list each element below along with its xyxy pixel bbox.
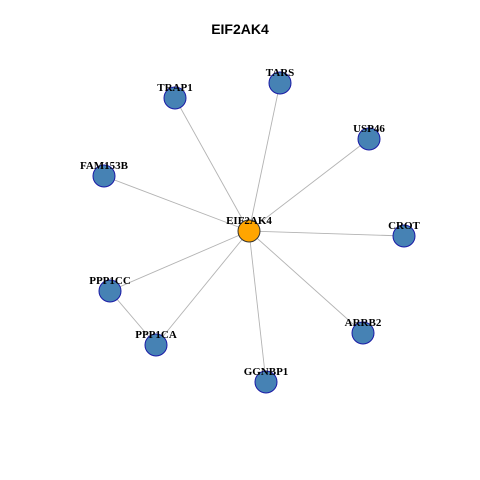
node-eif2ak4 — [237, 219, 261, 243]
node-arrb2 — [351, 321, 375, 345]
node-trap1 — [163, 86, 187, 110]
node-ggnbp1 — [254, 370, 278, 394]
node-label-crot: CROT — [388, 220, 420, 232]
node-ppp1cc — [98, 279, 122, 303]
edge-eif2ak4-ppp1ca — [155, 230, 250, 346]
node-label-usp46: USP46 — [353, 123, 385, 135]
node-label-tars: TARS — [266, 67, 295, 79]
node-tars — [268, 71, 292, 95]
node-ppp1ca — [144, 333, 168, 357]
edge-eif2ak4-tars — [248, 82, 281, 232]
node-fam153b — [92, 164, 116, 188]
node-usp46 — [357, 127, 381, 151]
edge-eif2ak4-fam153b — [103, 175, 250, 232]
diagram-title: EIF2AK4 — [211, 21, 269, 37]
edge-eif2ak4-crot — [248, 230, 405, 237]
node-label-ppp1ca: PPP1CA — [135, 329, 177, 341]
edge-eif2ak4-arrb2 — [248, 230, 364, 334]
edge-ppp1cc-ppp1ca — [109, 290, 157, 346]
edge-eif2ak4-ggnbp1 — [248, 230, 267, 383]
edge-eif2ak4-ppp1cc — [109, 230, 250, 292]
node-layer — [92, 71, 416, 394]
node-label-eif2ak4: EIF2AK4 — [226, 215, 272, 227]
node-label-trap1: TRAP1 — [157, 82, 192, 94]
node-label-fam153b: FAM153B — [80, 160, 129, 172]
node-label-ppp1cc: PPP1CC — [89, 275, 131, 287]
edge-eif2ak4-usp46 — [248, 138, 370, 232]
node-crot — [392, 224, 416, 248]
node-label-arrb2: ARRB2 — [345, 317, 382, 329]
edge-layer — [103, 82, 405, 383]
node-label-ggnbp1: GGNBP1 — [244, 366, 289, 378]
edge-eif2ak4-trap1 — [174, 97, 250, 232]
